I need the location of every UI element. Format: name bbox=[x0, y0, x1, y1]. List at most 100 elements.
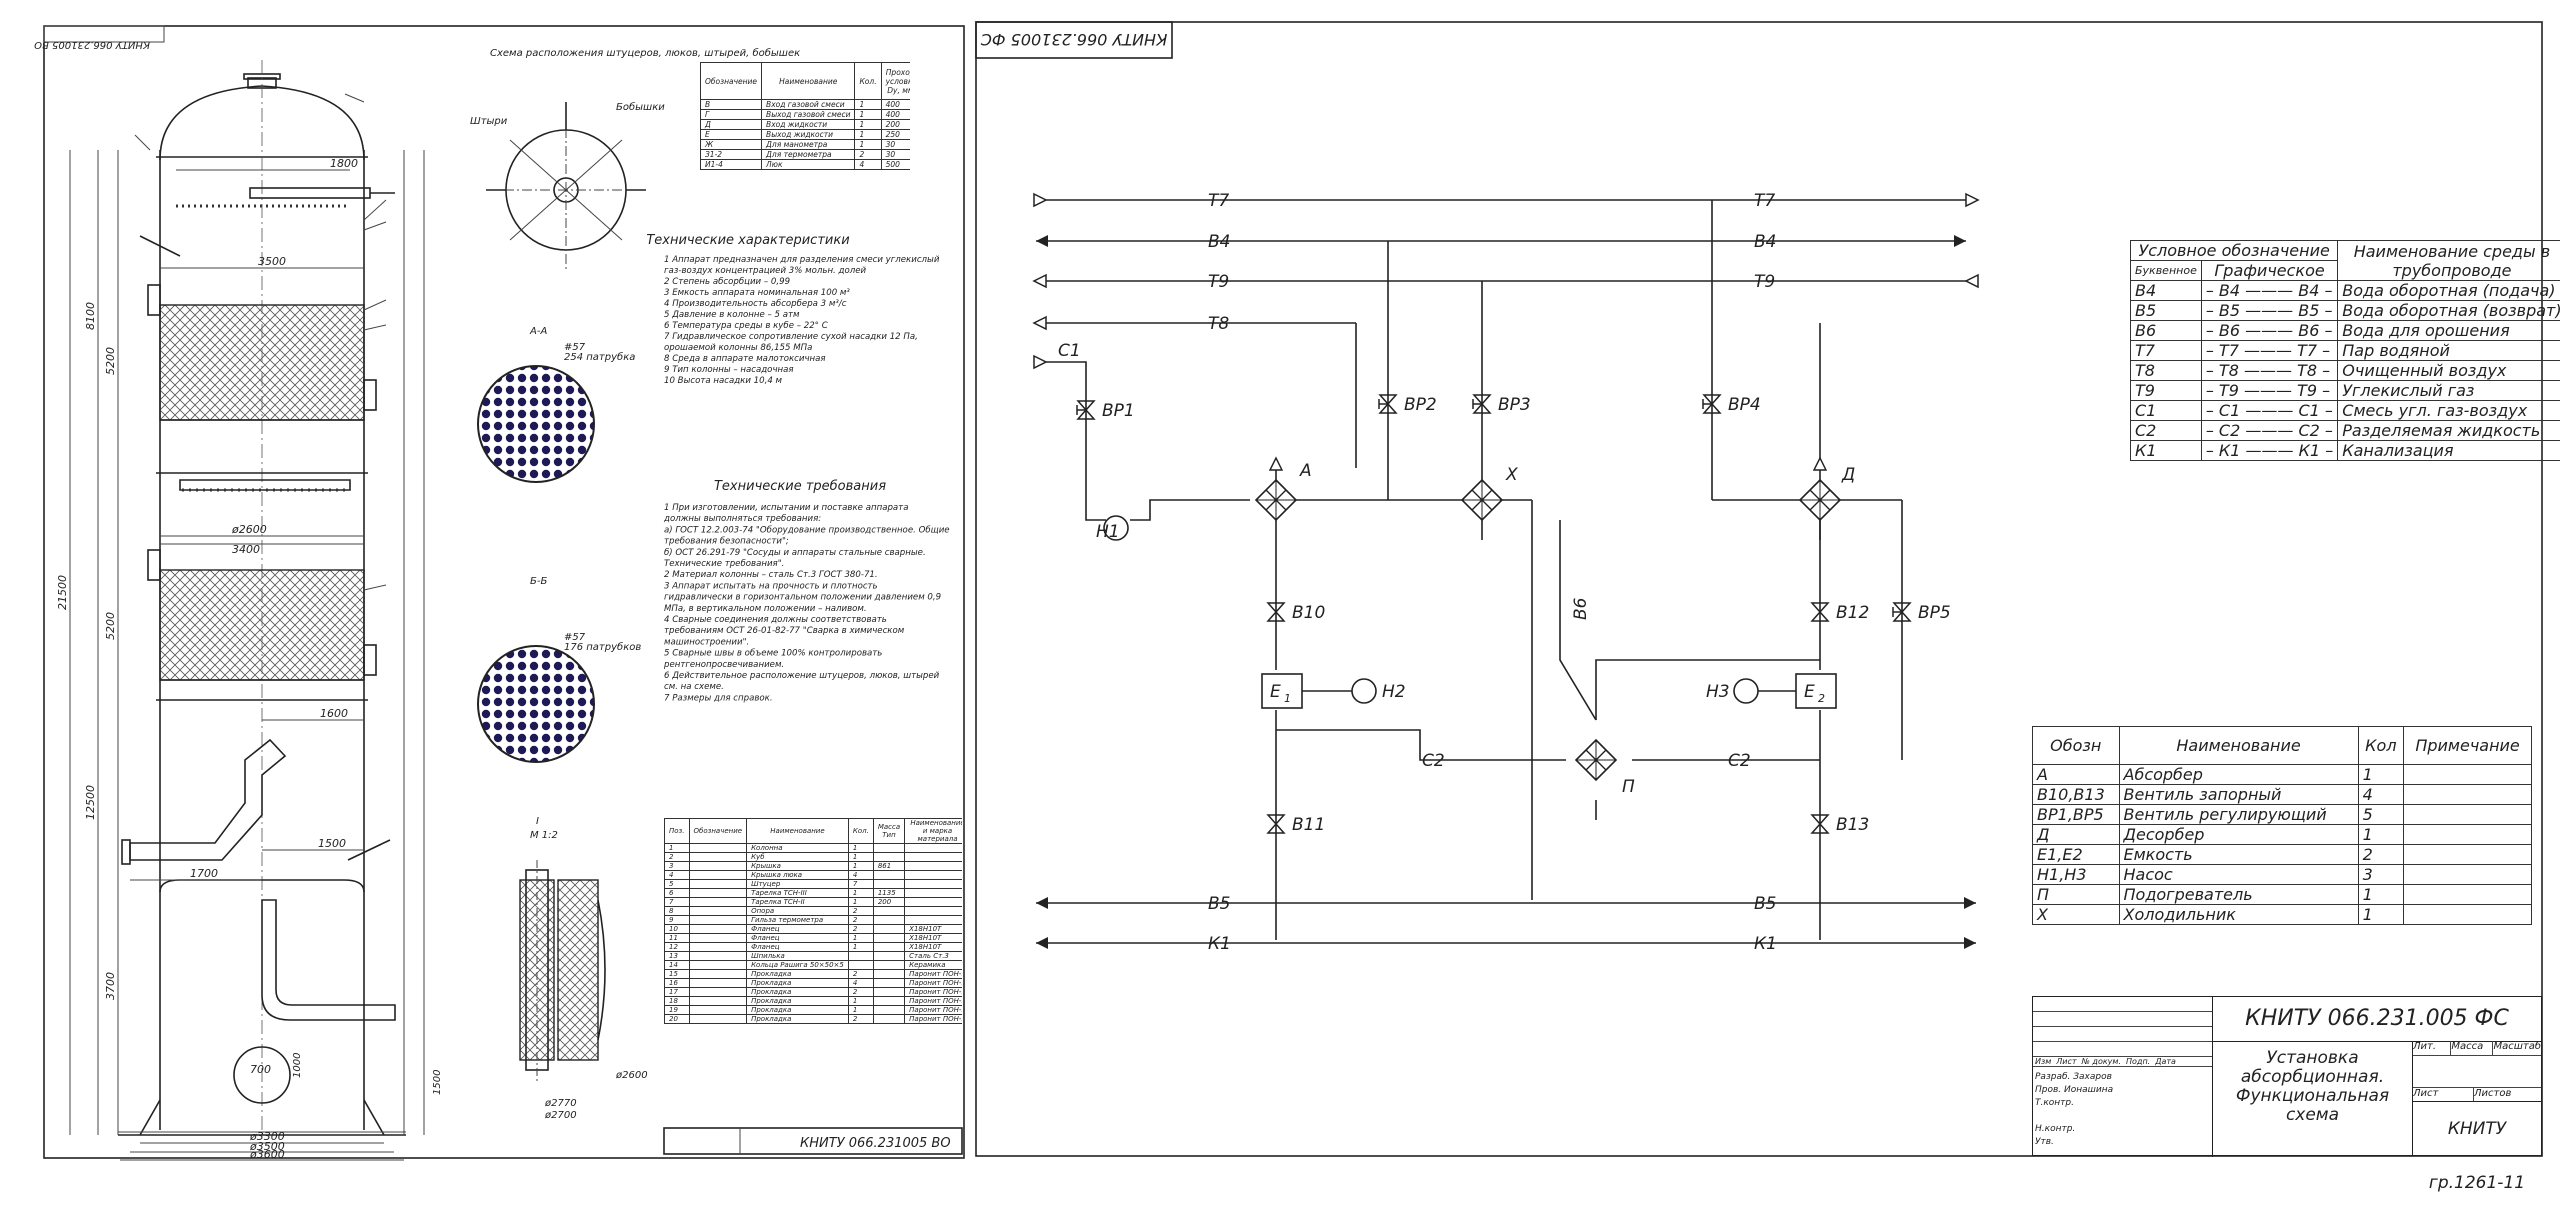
table-cell: Прокладка bbox=[747, 997, 849, 1006]
tb-izm: Изм bbox=[2035, 1057, 2051, 1066]
label-h3: Н3 bbox=[1706, 682, 1730, 702]
legend-row: В4– В4 ——— В4 –Вода оборотная (подача) bbox=[2131, 281, 2560, 301]
table-cell bbox=[689, 970, 747, 979]
section-b-tube-sheet bbox=[478, 646, 594, 762]
legend-cell: – В6 ——— В6 – bbox=[2201, 321, 2337, 341]
table-cell: Гильза термометра bbox=[747, 916, 849, 925]
table-cell bbox=[689, 997, 747, 1006]
table-cell: Колонна bbox=[747, 844, 849, 853]
tech-char-line: 3 Емкость аппарата номинальная 100 м³ bbox=[664, 288, 850, 298]
tb-nkontr: Н.контр. bbox=[2035, 1123, 2113, 1136]
section-b-label: Б-Б bbox=[530, 576, 547, 587]
legend-row: Т7– Т7 ——— Т7 –Пар водяной bbox=[2131, 341, 2560, 361]
table-cell: 1 bbox=[665, 844, 690, 853]
redistributor bbox=[180, 480, 350, 490]
label-shtyri: Штыри bbox=[470, 116, 508, 127]
tb-utv: Утв. bbox=[2035, 1136, 2113, 1149]
table-cell bbox=[873, 907, 904, 916]
dim-3600: ø3600 bbox=[249, 1148, 285, 1161]
part-row: 11Фланец1Х18Н10ТDу=200 bbox=[665, 934, 963, 943]
table-cell: 400 bbox=[881, 110, 910, 120]
label-c2-left: С2 bbox=[1422, 751, 1445, 771]
table-cell: 2 bbox=[848, 916, 873, 925]
legend-cell: – Т8 ——— Т8 – bbox=[2201, 361, 2337, 381]
label-c2-right: С2 bbox=[1728, 751, 1751, 771]
label-b6: В6 bbox=[1571, 597, 1591, 620]
table-cell bbox=[2404, 765, 2532, 785]
label-bobyshki: Бобышки bbox=[616, 101, 665, 113]
table-cell: 18 bbox=[665, 997, 690, 1006]
table-cell: 1 bbox=[2358, 765, 2403, 785]
tech-req-line: Технические требования". bbox=[664, 559, 784, 569]
table-cell bbox=[689, 1006, 747, 1015]
tech-req-line: б) ОСТ 26.291-79 "Сосуды и аппараты стал… bbox=[664, 548, 926, 558]
dim-1700: 1700 bbox=[190, 867, 218, 880]
table-cell bbox=[2404, 845, 2532, 865]
pump-h2 bbox=[1352, 679, 1376, 703]
label-t7-right: Т7 bbox=[1754, 191, 1775, 211]
table-cell: Десорбер bbox=[2119, 825, 2358, 845]
table-cell: Х18Н10Т bbox=[905, 934, 962, 943]
tech-char-line: 5 Давление в колонне – 5 атм bbox=[664, 310, 800, 320]
legend-header-media: Наименование среды в трубопроводе bbox=[2338, 241, 2560, 281]
label-b5-right: В5 bbox=[1754, 894, 1776, 914]
table-cell: 2 bbox=[665, 853, 690, 862]
table-cell: 7 bbox=[848, 880, 873, 889]
tb-code: КНИТУ 066.231.005 ФС bbox=[2213, 997, 2541, 1042]
label-e2-sub: 2 bbox=[1818, 692, 1825, 705]
table-cell: 1 bbox=[848, 853, 873, 862]
dim-5200b: 5200 bbox=[104, 612, 117, 640]
table-header-cell: Кол. bbox=[855, 63, 881, 100]
table-cell bbox=[689, 916, 747, 925]
table-cell: 30 bbox=[881, 150, 910, 160]
table-cell: 9 bbox=[665, 916, 690, 925]
table-cell: ВР1,ВР5 bbox=[2033, 805, 2120, 825]
tech-req-line: требования безопасности"; bbox=[664, 537, 789, 547]
table-cell: Для манометра bbox=[762, 140, 855, 150]
table-cell: Х18Н10Т bbox=[905, 943, 962, 952]
dim-5200: 5200 bbox=[104, 347, 117, 375]
table-cell: 1 bbox=[855, 140, 881, 150]
table-cell bbox=[905, 844, 962, 853]
table-cell bbox=[689, 925, 747, 934]
table-cell: Выход газовой смеси bbox=[762, 110, 855, 120]
label-b4-left: В4 bbox=[1208, 232, 1230, 252]
table-cell: 19 bbox=[665, 1006, 690, 1015]
table-cell bbox=[689, 862, 747, 871]
table-cell bbox=[905, 853, 962, 862]
table-cell: Холодильник bbox=[2119, 905, 2358, 925]
tech-req-title: Технические требования bbox=[714, 479, 886, 494]
legend-cell: В5 bbox=[2131, 301, 2202, 321]
table-cell: 200 bbox=[873, 898, 904, 907]
legend-header-conv: Условное обозначение bbox=[2131, 241, 2338, 261]
legend-cell: Пар водяной bbox=[2338, 341, 2560, 361]
table-cell bbox=[689, 961, 747, 970]
table-cell: Ж bbox=[701, 140, 762, 150]
tb-masshtab: Масштаб bbox=[2493, 1041, 2541, 1055]
dim-1500-vert: 1500 bbox=[432, 1070, 443, 1095]
tb-data: Дата bbox=[2155, 1057, 2176, 1066]
label-h2: Н2 bbox=[1382, 682, 1406, 702]
manhole-1 bbox=[148, 285, 160, 315]
column-drawing: 1800 3500 ø2600 3400 1600 1500 1700 700 … bbox=[56, 60, 443, 1161]
table-cell: 1 bbox=[855, 120, 881, 130]
tech-req-line: МПа, в вертикальном положении – наливом. bbox=[664, 604, 867, 614]
table-cell: Фланец bbox=[747, 943, 849, 952]
label-x: Х bbox=[1505, 465, 1518, 485]
label-t8: Т8 bbox=[1208, 314, 1229, 334]
table-header-cell: Наименование bbox=[747, 819, 849, 844]
table-cell bbox=[689, 898, 747, 907]
table-cell: Выход жидкости bbox=[762, 130, 855, 140]
table-header-cell: Обозн bbox=[2033, 727, 2120, 765]
legend-cell: С1 bbox=[2131, 401, 2202, 421]
table-cell bbox=[905, 907, 962, 916]
table-cell: 4 bbox=[848, 979, 873, 988]
